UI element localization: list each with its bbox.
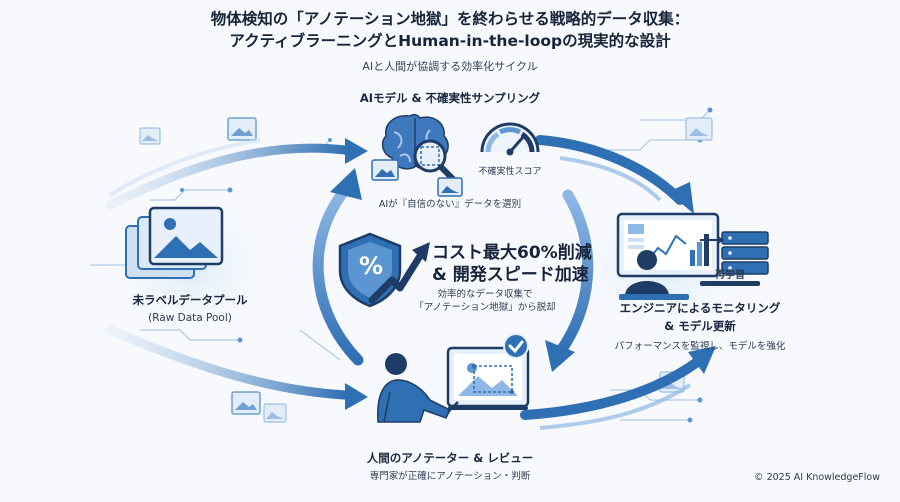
tablet-stand	[448, 406, 528, 410]
image-stack-icon	[125, 206, 224, 279]
right-node-title-line1: エンジニアによるモニタリング	[619, 301, 781, 315]
copyright-text: © 2025 AI KnowledgeFlow	[754, 472, 880, 483]
arrow-top-to-right	[535, 135, 685, 205]
center-headline-line2: & 開発スピード加速	[432, 265, 589, 285]
arrow-head	[688, 346, 716, 374]
arrow-left-to-bottom	[105, 325, 350, 400]
check-icon	[503, 333, 529, 359]
page-title-line2: アクティブラーニングとHuman-in-the-loopの現実的な設計	[229, 32, 671, 50]
arrow-head	[545, 340, 575, 372]
page-subtitle: AIと人間が協調する効率化サイクル	[362, 60, 538, 73]
server-icon	[721, 231, 769, 275]
center-caption-line1: 効率的なデータ収集で	[437, 289, 533, 300]
arrow-head	[668, 182, 694, 214]
decor-image-icon	[227, 117, 257, 141]
page-title-line1: 物体検知の「アノテーション地獄」を終わらせる戦略的データ収集：	[210, 10, 690, 28]
center-caption-line2: 「アノテーション地獄」から脱却	[414, 302, 556, 313]
arrow-bottom-to-right	[520, 355, 705, 420]
center-headline-line1: コスト最大60%削減	[432, 243, 592, 263]
arrow-left-to-top	[105, 143, 350, 210]
shield-percent-symbol: %	[358, 252, 384, 280]
growth-arrow-icon	[368, 242, 430, 304]
bottom-node-caption: 専門家が正確にアノテーション・判断	[369, 471, 531, 482]
left-node-subtitle: (Raw Data Pool)	[148, 312, 232, 324]
arrow-inner-right-down	[554, 189, 594, 358]
gauge-icon	[480, 122, 540, 156]
sample-image-icon	[371, 159, 399, 181]
right-node-title-line2: & モデル更新	[664, 319, 736, 333]
arrow-head	[330, 168, 362, 200]
arrow-head	[345, 138, 368, 164]
engineer-icon	[619, 250, 689, 300]
top-node-caption: AIが『自信のない』データを選別	[378, 199, 522, 210]
decor-image-icon	[139, 127, 161, 145]
tablet-icon	[446, 346, 530, 408]
retrain-progress-bar	[700, 281, 760, 286]
arrow-inner-left-up	[312, 184, 364, 366]
decor-image-icon	[263, 403, 287, 423]
left-node-title: 未ラベルデータプール	[132, 293, 248, 307]
retrain-badge: 再学習	[715, 270, 745, 281]
magnifier-icon	[413, 139, 459, 185]
gauge-label: 不確実性スコア	[478, 167, 542, 177]
bottom-node-title: 人間のアノテーター & レビュー	[366, 451, 534, 465]
right-node-caption: パフォーマンスを監視し、モデルを強化	[614, 341, 786, 352]
annotator-icon	[377, 353, 459, 423]
top-node-title: AIモデル & 不確実性サンプリング	[359, 91, 541, 105]
sample-image-icon	[437, 177, 463, 197]
decor-image-icon	[685, 117, 713, 141]
decor-image-icon	[231, 391, 261, 415]
arrow-head	[345, 383, 368, 410]
